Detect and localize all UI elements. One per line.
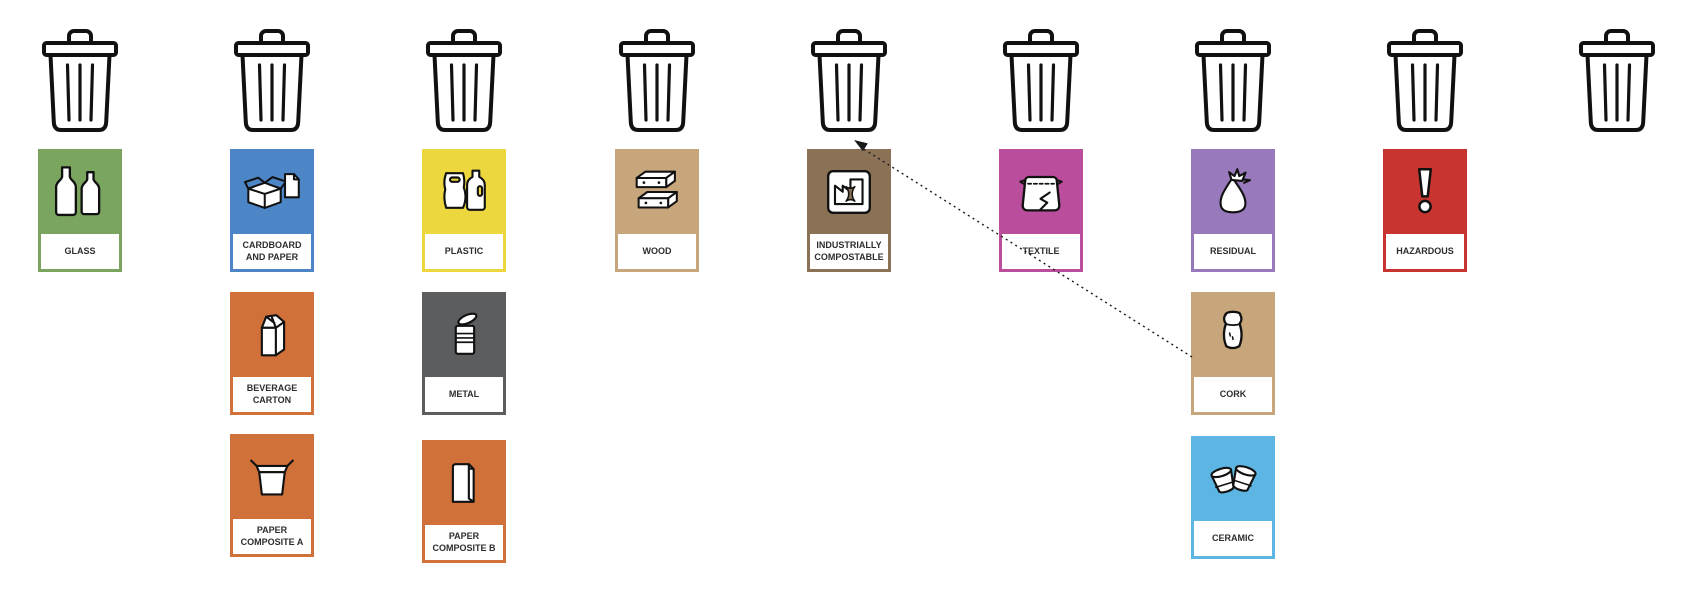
- card-label: GLASS: [41, 234, 119, 269]
- card-label: CARDBOARD AND PAPER: [233, 234, 311, 269]
- card-label: CERAMIC: [1194, 521, 1272, 556]
- trash-bin-icon[interactable]: [613, 28, 701, 134]
- card-metal[interactable]: METAL: [422, 292, 506, 415]
- column-glass: GLASS: [36, 0, 124, 590]
- card-hazardous[interactable]: HAZARDOUS: [1383, 149, 1467, 272]
- drawstring-bag-icon: [1012, 163, 1070, 221]
- card-label: INDUSTRIALLY COMPOSTABLE: [810, 234, 888, 269]
- card-label: PAPER COMPOSITE B: [425, 525, 503, 560]
- cork-icon: [1204, 306, 1262, 364]
- beverage-carton-icon: [243, 306, 301, 364]
- column-cardboard-and-paper: CARDBOARD AND PAPER BEVERAGE CARTON PAPE…: [228, 0, 316, 590]
- card-ceramic[interactable]: CERAMIC: [1191, 436, 1275, 559]
- open-container-icon: [243, 448, 301, 506]
- card-cardboard-and-paper[interactable]: CARDBOARD AND PAPER: [230, 149, 314, 272]
- card-label: TEXTILE: [1002, 234, 1080, 269]
- wood-planks-icon: [628, 163, 686, 221]
- column-hazardous: HAZARDOUS: [1381, 0, 1469, 590]
- card-residual[interactable]: RESIDUAL: [1191, 149, 1275, 272]
- paper-pouch-icon: [435, 454, 493, 512]
- compost-factory-icon: [820, 163, 878, 221]
- card-label: RESIDUAL: [1194, 234, 1272, 269]
- card-label: BEVERAGE CARTON: [233, 377, 311, 412]
- trash-bin-icon[interactable]: [1189, 28, 1277, 134]
- card-label: CORK: [1194, 377, 1272, 412]
- card-wood[interactable]: WOOD: [615, 149, 699, 272]
- card-plastic[interactable]: PLASTIC: [422, 149, 506, 272]
- trash-bin-icon[interactable]: [420, 28, 508, 134]
- broken-cup-icon: [1204, 450, 1262, 508]
- glass-bottles-icon: [51, 163, 109, 221]
- trash-bin-icon[interactable]: [997, 28, 1085, 134]
- column-textile: TEXTILE: [997, 0, 1085, 590]
- column-empty: [1573, 0, 1661, 590]
- plastic-bag-bottle-icon: [435, 163, 493, 221]
- trash-bin-icon[interactable]: [228, 28, 316, 134]
- trash-bin-icon[interactable]: [1573, 28, 1661, 134]
- column-plastic: PLASTIC METAL PAPER COMPOSITE B: [420, 0, 508, 590]
- card-label: PLASTIC: [425, 234, 503, 269]
- card-cork[interactable]: CORK: [1191, 292, 1275, 415]
- tin-can-icon: [435, 306, 493, 364]
- card-beverage-carton[interactable]: BEVERAGE CARTON: [230, 292, 314, 415]
- card-label: METAL: [425, 377, 503, 412]
- trash-bin-icon[interactable]: [1381, 28, 1469, 134]
- card-label: WOOD: [618, 234, 696, 269]
- card-textile[interactable]: TEXTILE: [999, 149, 1083, 272]
- card-industrially-compostable[interactable]: INDUSTRIALLY COMPOSTABLE: [807, 149, 891, 272]
- trash-bin-icon[interactable]: [36, 28, 124, 134]
- card-label: HAZARDOUS: [1386, 234, 1464, 269]
- card-glass[interactable]: GLASS: [38, 149, 122, 272]
- cardboard-box-paper-icon: [243, 163, 301, 221]
- column-industrially-compostable: INDUSTRIALLY COMPOSTABLE: [805, 0, 893, 590]
- trash-bin-icon[interactable]: [805, 28, 893, 134]
- card-label: PAPER COMPOSITE A: [233, 519, 311, 554]
- column-residual: RESIDUAL CORK CERAMIC: [1189, 0, 1277, 590]
- trash-bag-icon: [1204, 163, 1262, 221]
- column-wood: WOOD: [613, 0, 701, 590]
- card-paper-composite-b[interactable]: PAPER COMPOSITE B: [422, 440, 506, 563]
- card-paper-composite-a[interactable]: PAPER COMPOSITE A: [230, 434, 314, 557]
- exclamation-icon: [1396, 163, 1454, 221]
